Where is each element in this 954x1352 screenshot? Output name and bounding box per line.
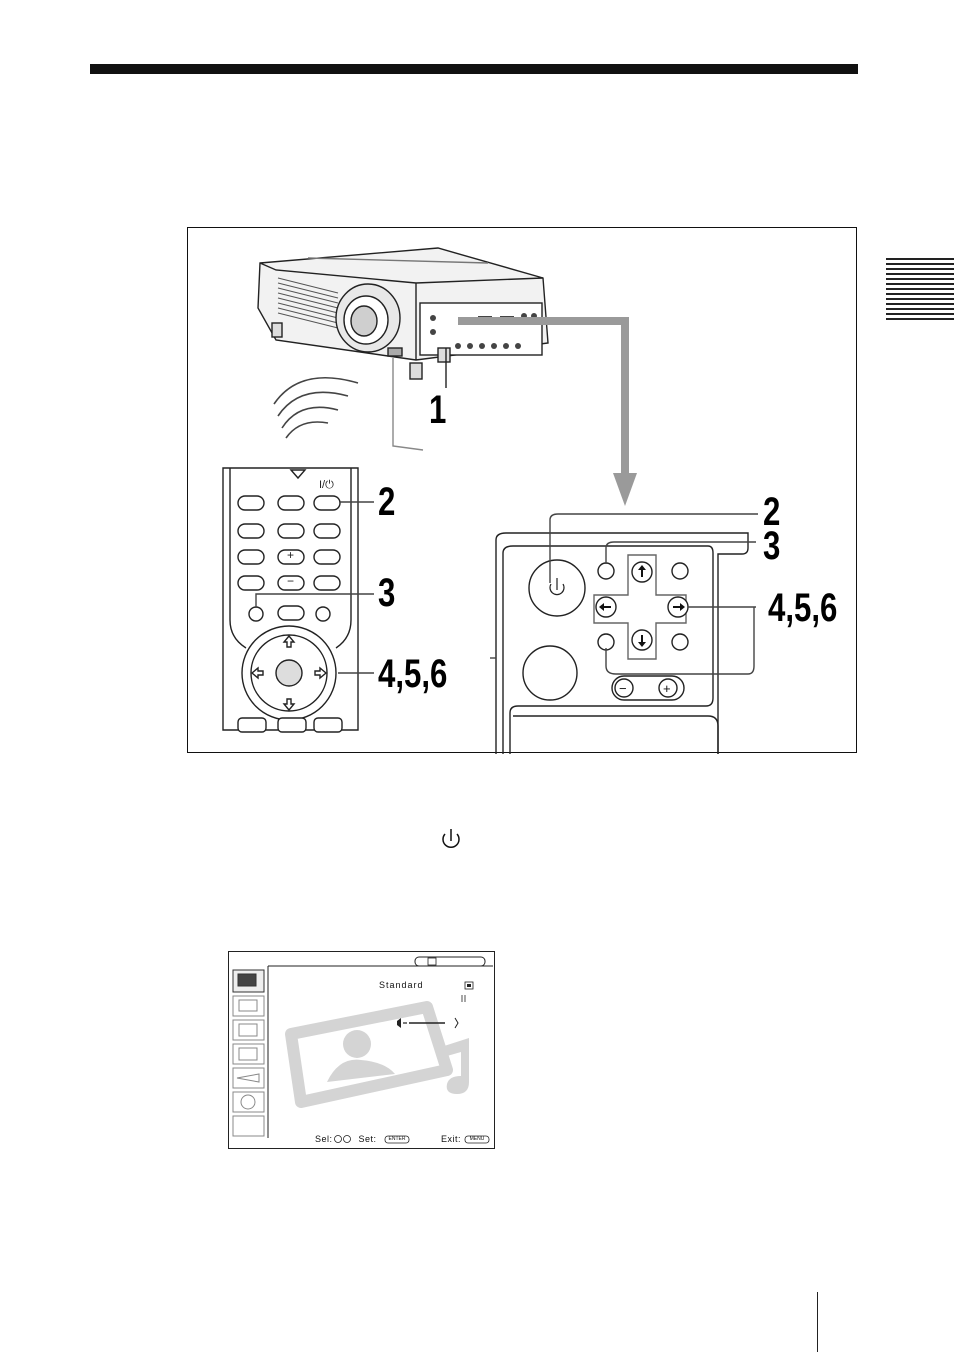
osd-graphics <box>232 956 493 1144</box>
osd-exit-key: MENU <box>469 1136 485 1142</box>
input-icon <box>232 995 265 1017</box>
osd-set-label: Set: <box>358 1134 377 1144</box>
top-rule <box>90 64 858 74</box>
volume-slider <box>397 1017 459 1029</box>
callout-456-remote: 4,5,6 <box>378 652 448 696</box>
osd-sel-label: Sel: <box>315 1134 333 1144</box>
osd-exit-label: Exit: <box>441 1134 462 1144</box>
picture-watermark-icon <box>285 1001 453 1108</box>
callout-456-panel: 4,5,6 <box>768 586 838 630</box>
osd-mode-value: Standard <box>379 980 424 990</box>
remote-minus-label: − <box>287 574 294 588</box>
callout-2-remote: 2 <box>378 480 396 524</box>
watermark-figure <box>327 1030 469 1094</box>
callout-2-panel: 2 <box>763 490 781 534</box>
page-number-rule <box>817 1292 818 1352</box>
callout-3-remote: 3 <box>378 571 396 615</box>
blank-tab <box>232 1115 265 1137</box>
chapter-tab <box>886 258 954 322</box>
installation-icon <box>232 1043 265 1065</box>
information-icon <box>232 1091 265 1113</box>
ir-signal-icon <box>273 376 359 439</box>
osd-menu: Standard Sel: Set: ENTER Exit: MENU <box>228 951 495 1149</box>
picture-icon <box>232 969 265 993</box>
panel-minus-label: − <box>619 681 627 696</box>
figure-illustration: I/⏻ + − <box>222 247 758 754</box>
panel-plus-label: + <box>663 681 671 696</box>
figure-frame: I/⏻ + − <box>187 227 857 754</box>
osd-footer: Sel: Set: <box>315 1134 377 1144</box>
projector-illustration <box>257 247 549 380</box>
power-symbol-icon <box>442 829 460 849</box>
callout-1: 1 <box>429 388 447 432</box>
osd-set-key: ENTER <box>388 1136 406 1142</box>
control-panel-illustration <box>495 532 749 754</box>
flow-arrow <box>458 317 637 506</box>
remote-plus-label: + <box>287 548 294 562</box>
remote-power-label: I/⏻ <box>319 479 334 491</box>
callout-3-panel: 3 <box>763 524 781 568</box>
remote-illustration <box>222 467 359 733</box>
function-icon <box>232 1067 265 1089</box>
setting-icon <box>232 1019 265 1041</box>
